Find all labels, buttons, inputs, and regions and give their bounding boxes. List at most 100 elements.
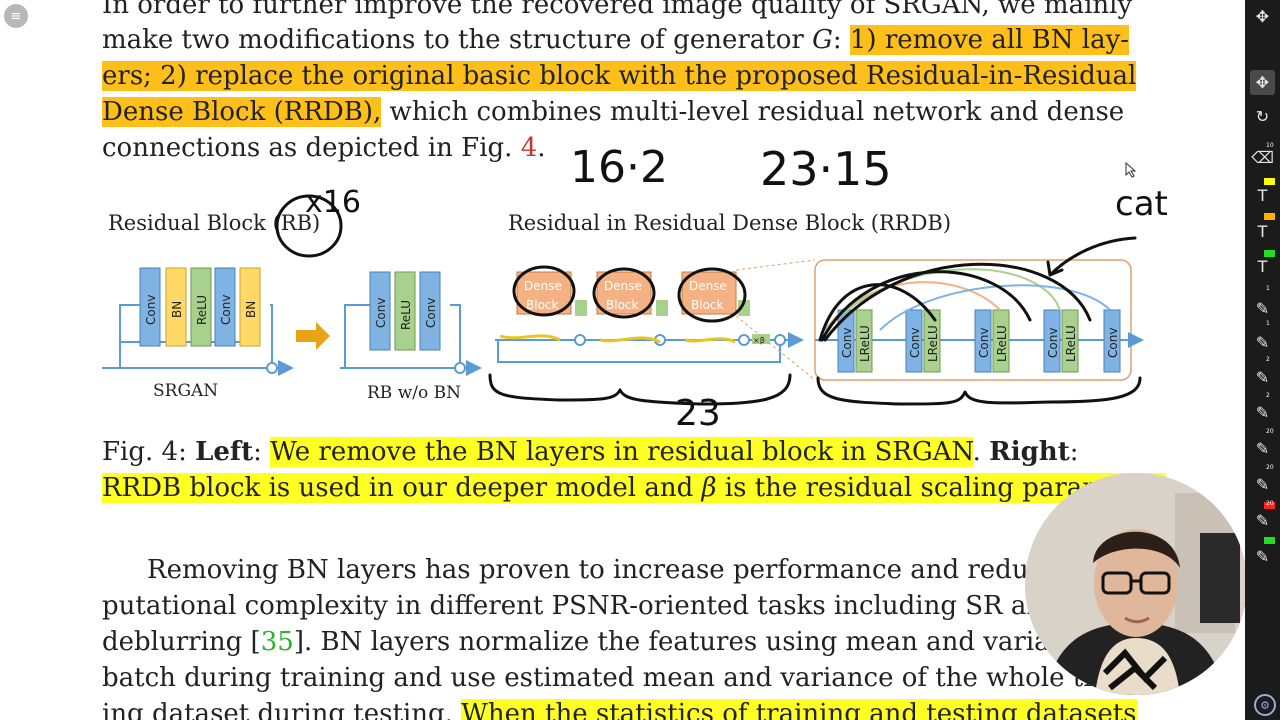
text-tool-icon[interactable]: T [1257,222,1268,241]
bn-block [239,267,261,347]
ink-word: cat [1115,184,1168,224]
presenter-video [1025,473,1247,695]
menu-icon[interactable]: ≡ [4,4,28,28]
conv-block [139,267,161,347]
pen-size-badge: 2 [1266,392,1270,399]
figure-diagram: Conv BN ReLU Conv BN Conv ReLU Conv Dens… [102,142,1168,434]
pen-icon[interactable]: ✎ [1255,547,1270,566]
figure-ref-link[interactable]: 4 [520,133,538,163]
conv-label: Conv [840,328,854,358]
text-tool-icon[interactable]: T [1257,186,1268,205]
mouse-cursor-icon [1125,162,1137,178]
lrelu-block [992,309,1010,373]
dense-label: Dense [689,279,727,293]
text-line: deblurring [35]. BN layers normalize the… [102,627,1154,657]
dense-label: Block [606,298,639,312]
highlight-yellow: We remove the BN layers in residual bloc… [270,437,973,467]
webcam-overlay [1025,473,1247,695]
conv-label: Conv [977,328,991,358]
ink-number: x16 [305,185,361,220]
pen-size-badge: 10 [1266,142,1274,149]
conv-label: Conv [219,295,233,325]
ink-number: 16·2 [570,142,668,193]
pen-size-badge: 2 [1266,356,1270,363]
pen-size-badge: 20 [1266,500,1274,507]
conv-block [1043,309,1061,373]
conv-block [419,271,441,351]
rb-wo-bn-block [340,271,482,376]
bn-block [165,267,187,347]
srgan-label: SRGAN [153,381,219,401]
highlight-orange: Dense Block (RRDB), [102,97,382,127]
citation-link[interactable]: 35 [260,627,294,657]
text-line: Dense Block (RRDB), which combines multi… [102,97,1125,127]
pen-size-badge: 1 [1266,320,1270,327]
conv-block [974,309,992,373]
ink-annotations: 16·2 23·15 x16 cat 23 [275,142,1168,434]
conv-label: Conv [1106,328,1120,358]
text-tool-icon[interactable]: T [1257,257,1268,276]
pdf-page: In order to further improve the recovere… [102,0,1168,720]
ink-arrow [1048,236,1137,277]
lrelu-block [855,309,873,373]
bn-label: BN [244,301,258,318]
relu-block [190,267,212,347]
color-swatch[interactable] [1264,178,1275,185]
pen-size-badge: 20 [1266,464,1274,471]
pen-icon[interactable]: ✎ [1255,475,1270,494]
color-swatch[interactable] [1264,250,1275,257]
pen-icon[interactable]: ✎ [1255,439,1270,458]
bn-label: BN [170,301,184,318]
cursor-icon[interactable]: ✥ [1255,7,1270,26]
conv-block [369,271,391,351]
lrelu-label: LReLU [858,325,872,362]
lasso-icon[interactable]: ↻ [1255,107,1270,126]
figure-caption: Fig. 4: Left: We remove the BN layers in… [102,437,1079,467]
relu-label: ReLU [195,295,209,325]
sum-node [266,362,278,374]
pen-icon[interactable]: ✎ [1255,333,1270,352]
highlight-yellow: When the statistics of training and test… [461,699,1137,720]
conv-label: Conv [424,298,438,328]
pen-icon[interactable]: ✎ [1255,403,1270,422]
conv-label: Conv [908,328,922,358]
color-swatch[interactable] [1264,537,1275,544]
transform-arrow [296,322,330,350]
ink-brace [816,376,1142,406]
color-swatch[interactable] [1264,502,1275,509]
pen-icon[interactable]: ✎ [1255,511,1270,530]
lrelu-block [1061,309,1079,373]
dense-block [516,271,572,315]
text-line: make two modifications to the structure … [102,25,1130,55]
conv-block [1103,309,1121,373]
figure-title-left: Residual Block (RB) [108,211,321,235]
relu-block [394,271,416,351]
dense-block [596,271,652,315]
lrelu-label: LReLU [1064,325,1078,362]
highlight-orange: 1) remove all BN lay- [849,25,1130,55]
conv-block [905,309,923,373]
settings-icon[interactable]: ⚙ [1254,694,1276,716]
text-line: batch during training and use estimated … [102,663,1145,693]
eraser-icon[interactable]: ⌫ [1251,148,1274,167]
pen-icon[interactable]: ✎ [1255,299,1270,318]
ink-number: 23·15 [760,142,892,196]
pointer-icon[interactable]: ✥ [1250,70,1275,95]
dense-label: Dense [524,279,562,293]
conv-block [214,267,236,347]
text-line: connections as depicted in Fig. 4. [102,133,546,163]
highlight-orange: ers; 2) replace the original basic block… [102,61,1137,91]
figure-caption: RRDB block is used in our deeper model a… [102,471,1166,505]
dense-label: Dense [604,279,642,293]
pen-size-badge: 20 [1266,428,1274,435]
color-swatch[interactable] [1264,213,1275,220]
text-line: In order to further improve the recovere… [102,0,1133,20]
conv-label: Conv [374,298,388,328]
text-line: putational complexity in different PSNR-… [102,591,1060,621]
sum-node [454,362,466,374]
figure-title-right: Residual in Residual Dense Block (RRDB) [508,211,952,235]
lrelu-label: LReLU [995,325,1009,362]
pen-icon[interactable]: ✎ [1255,368,1270,387]
annotation-toolbar: ✥ ✥ ↻ ⌫ T T T ✎ ✎ ✎ ✎ ✎ ✎ ✎ ✎ [1245,0,1280,720]
conv-label: Conv [144,295,158,325]
